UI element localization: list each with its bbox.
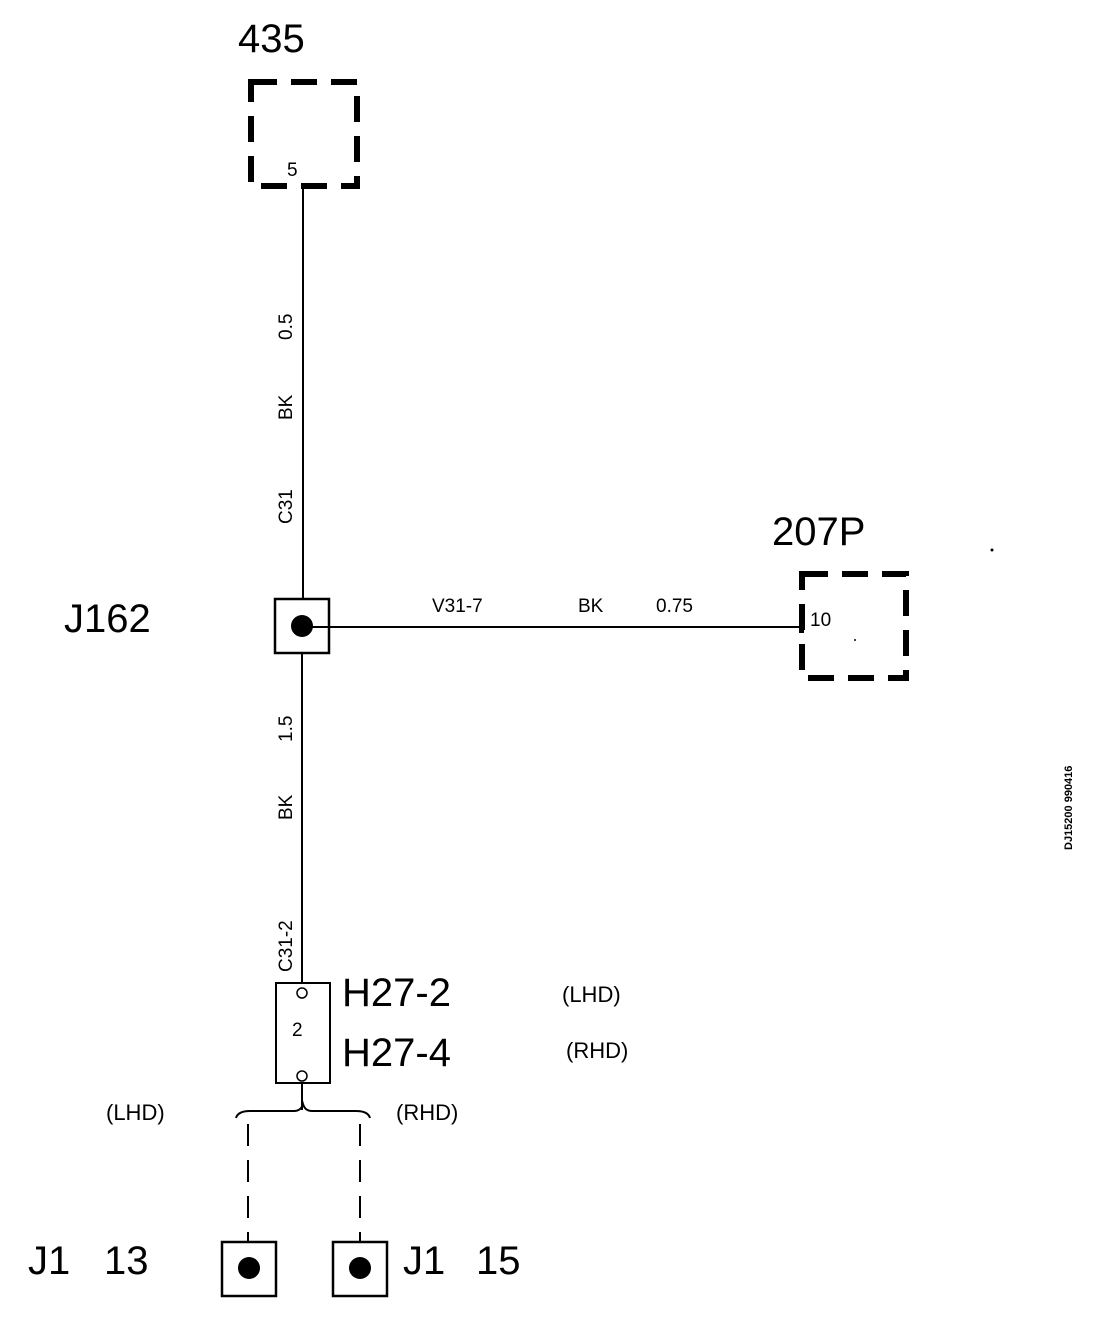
wire-lower-gauge: 1.5 [276, 716, 297, 742]
connector-j1-15-box[interactable] [331, 1240, 389, 1298]
connector-207p-pin: 10 [810, 610, 831, 631]
connector-j1-15-node [349, 1257, 371, 1279]
connector-435-label: 435 [238, 17, 305, 61]
stray-dot [854, 639, 856, 641]
wire-branch-code: V31-7 [432, 596, 483, 617]
connector-j1-15-pin: 15 [476, 1239, 521, 1283]
connector-h27-rhd-label: H27-4 [342, 1031, 451, 1075]
splice-j162-label: J162 [64, 597, 151, 641]
connector-j1-13-pin: 13 [104, 1239, 149, 1283]
reference-code: DJ15200 990416 [1063, 766, 1075, 850]
connector-207p-box[interactable] [799, 571, 909, 681]
connector-h27-pin-bottom [296, 1070, 308, 1082]
split-brace [235, 1100, 371, 1119]
connector-207p-label: 207P [772, 510, 865, 554]
wire-upper-code: C31 [276, 489, 297, 524]
connector-h27-lhd-note: (LHD) [562, 982, 621, 1007]
connector-h27-lhd-label: H27-2 [342, 971, 451, 1015]
connector-435-pin: 5 [287, 160, 298, 181]
connector-h27-pin-top [296, 987, 308, 999]
wire-lower-color: BK [276, 794, 297, 820]
connector-j1-13-node [238, 1257, 260, 1279]
connector-j1-15-id: J1 [403, 1239, 445, 1283]
stray-dot [990, 548, 994, 552]
connector-h27-pin: 2 [292, 1020, 303, 1041]
wire-upper-gauge: 0.5 [276, 314, 297, 340]
connector-j1-13-id: J1 [28, 1239, 70, 1283]
split-right-note: (RHD) [396, 1100, 458, 1125]
connector-435-box[interactable] [248, 79, 360, 189]
split-left-note: (LHD) [106, 1100, 165, 1125]
wire-upper-color: BK [276, 394, 297, 420]
connector-j1-13-box[interactable] [220, 1240, 278, 1298]
wire-branch-gauge: 0.75 [656, 596, 693, 617]
connector-h27-rhd-note: (RHD) [566, 1038, 628, 1063]
wire-lower-code: C31-2 [276, 920, 297, 972]
wire-branch-color: BK [578, 596, 604, 617]
